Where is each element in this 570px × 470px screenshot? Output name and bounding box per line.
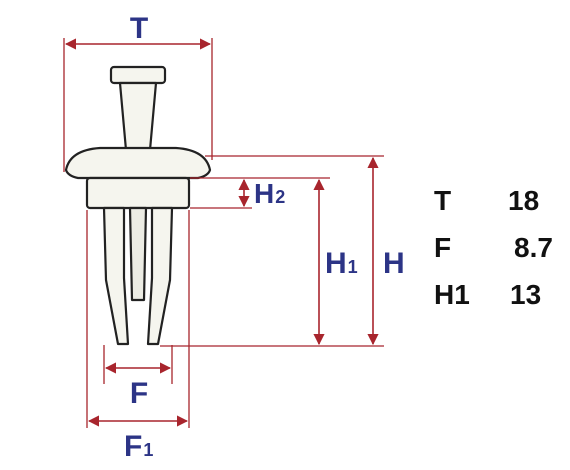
label-h: H: [383, 247, 405, 280]
clip-collar: [85, 176, 191, 210]
spec-value-f: 8.7: [514, 232, 553, 263]
inner-pin: [128, 206, 148, 302]
label-h2: H2: [254, 178, 285, 209]
label-f: F: [130, 377, 148, 410]
label-f1: F1: [124, 430, 153, 463]
label-t: T: [130, 12, 148, 45]
clip-leg-left: [102, 206, 130, 346]
pin-shaft: [118, 81, 158, 152]
clip-cap: [64, 146, 212, 180]
spec-key-h1: H1: [434, 279, 470, 310]
clip-leg-right: [146, 206, 174, 346]
extension-lines: [63, 38, 384, 428]
push-clip-drawing: [64, 65, 212, 346]
spec-table: T 18 F 8.7 H1 13: [434, 185, 553, 310]
dimension-lines: [64, 38, 379, 427]
spec-value-h1: 13: [510, 279, 541, 310]
spec-key-f: F: [434, 232, 451, 263]
label-h1: H1: [325, 247, 358, 280]
pin-head: [109, 65, 167, 85]
spec-key-t: T: [434, 185, 451, 216]
spec-value-t: 18: [508, 185, 539, 216]
